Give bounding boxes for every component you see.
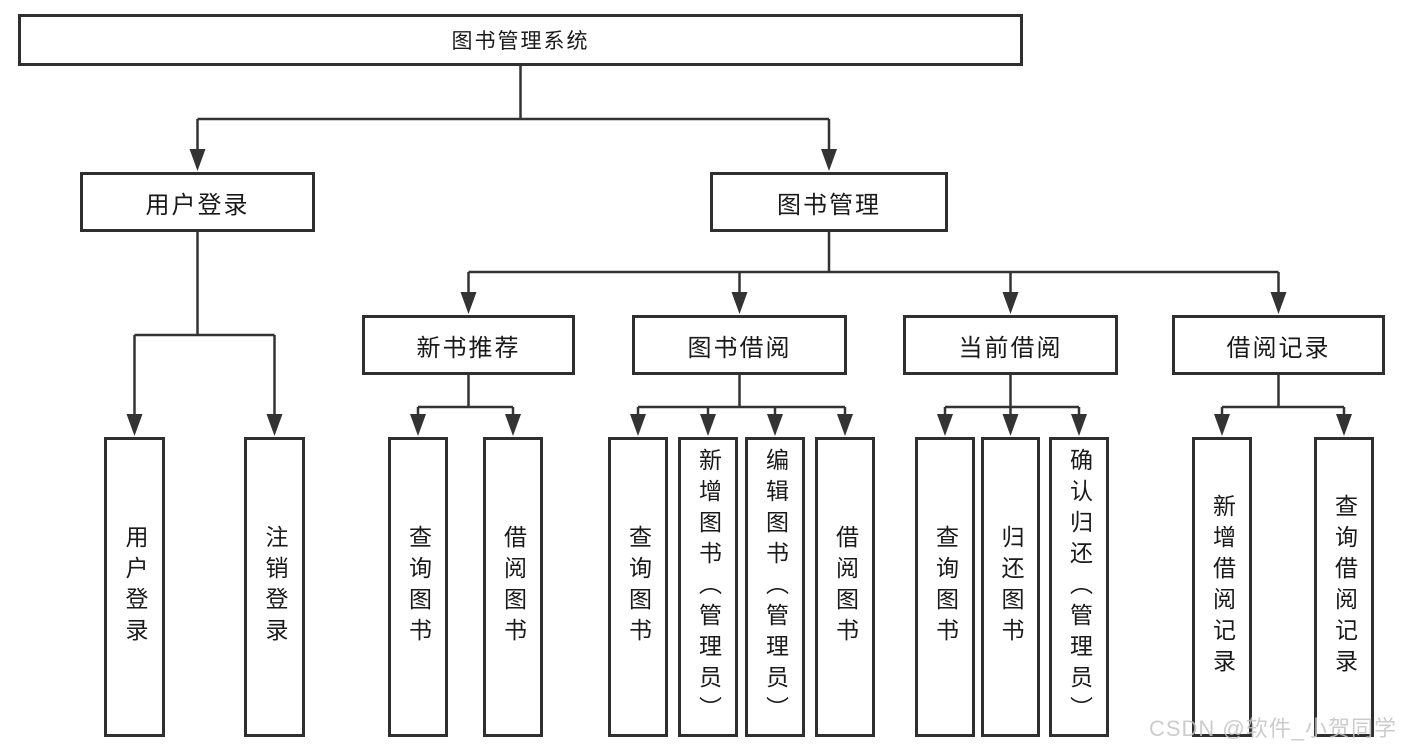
watermark: CSDN @软件_小贺同学 [1148, 716, 1397, 741]
node-label: 新增借阅记录 [1209, 494, 1236, 680]
node-leaf-bb-edit: 编辑图书（管理员） [745, 437, 805, 737]
node-label: 借阅图书 [500, 525, 527, 649]
node-book-mgmt: 图书管理 [710, 172, 948, 232]
node-root: 图书管理系统 [18, 14, 1023, 66]
node-leaf-cb-return: 归还图书 [981, 437, 1040, 737]
node-label: 用户登录 [145, 191, 250, 219]
node-label: 图书管理 [777, 191, 881, 219]
node-label: 当前借阅 [958, 334, 1063, 362]
node-leaf-nb-query: 查询图书 [388, 437, 448, 737]
node-label: 新增图书（管理员） [695, 447, 722, 727]
node-borrow-records: 借阅记录 [1172, 315, 1385, 375]
node-label: 归还图书 [998, 525, 1024, 649]
node-book-borrow: 图书借阅 [632, 315, 847, 375]
node-label: 新书推荐 [416, 334, 521, 362]
node-label: 借阅图书 [832, 525, 859, 649]
node-label: 注销登录 [262, 525, 288, 649]
node-label: 确认归还（管理员） [1066, 447, 1093, 727]
node-label: 图书借阅 [687, 334, 792, 362]
node-leaf-br-add: 新增借阅记录 [1192, 437, 1252, 737]
node-label: 编辑图书（管理员） [762, 447, 789, 727]
node-label: 查询图书 [932, 525, 959, 649]
node-leaf-br-query: 查询借阅记录 [1314, 437, 1374, 737]
node-label: 查询图书 [625, 525, 652, 649]
node-leaf-bb-add: 新增图书（管理员） [678, 437, 738, 737]
node-leaf-nb-borrow: 借阅图书 [483, 437, 543, 737]
node-current-borrow: 当前借阅 [903, 315, 1118, 375]
node-leaf-cb-confirm: 确认归还（管理员） [1049, 437, 1109, 737]
node-leaf-bb-borrow: 借阅图书 [815, 437, 875, 737]
node-new-book-rec: 新书推荐 [362, 315, 575, 375]
node-label: 借阅记录 [1226, 334, 1331, 362]
node-leaf-logout: 注销登录 [244, 437, 305, 737]
node-leaf-bb-query: 查询图书 [608, 437, 668, 737]
node-leaf-user-login: 用户登录 [104, 437, 165, 737]
node-label: 图书管理系统 [451, 30, 590, 53]
node-leaf-cb-query: 查询图书 [915, 437, 975, 737]
node-user-login: 用户登录 [80, 172, 315, 232]
node-label: 查询图书 [405, 525, 432, 649]
node-label: 查询借阅记录 [1331, 494, 1358, 680]
node-label: 用户登录 [122, 525, 148, 649]
